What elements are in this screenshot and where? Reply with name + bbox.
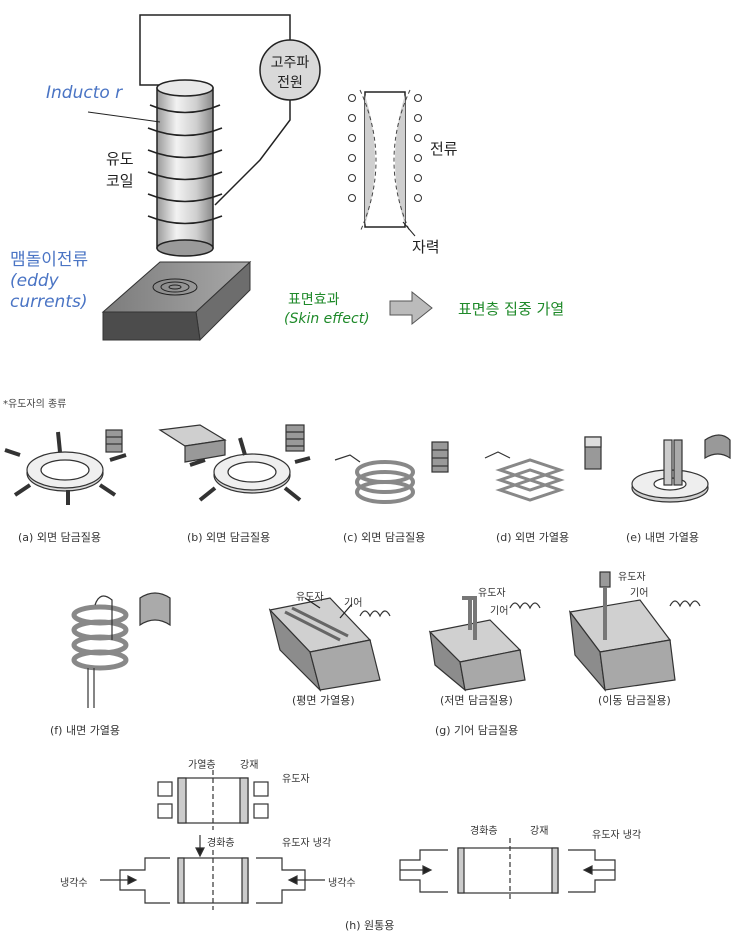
inductor-g2 [428,596,541,692]
g2-gear-label: 기어 [490,606,509,617]
inductor-e [631,434,731,503]
coil [147,104,223,225]
inductor-g3 [568,571,701,692]
g2-inductor-label: 유도자 [478,588,506,599]
inductor-c [334,441,449,504]
inductor-g1 [268,597,391,692]
coil-label-1: 유도 [106,150,134,168]
h2-hardened-label: 경화층 [470,826,498,837]
inductor-h1 [100,770,325,910]
inductor-cylinder [156,79,214,257]
eddy-label-3: currents) [10,292,88,312]
g3-inductor-label: 유도자 [618,572,646,583]
caption-h: (h) 원통용 [345,919,395,932]
caption-b: (b) 외면 담금질용 [187,531,271,544]
inductor-h2 [399,838,616,902]
caption-g2: (저면 담금질용) [440,694,513,707]
result-label: 표면층 집중 가열 [458,300,565,318]
inductor-b [158,424,311,502]
h-steel-label: 강재 [240,760,259,771]
inductor-a [4,429,127,505]
caption-c: (c) 외면 담금질용 [343,531,426,544]
force-label: 자력 [412,238,440,256]
power-supply [259,39,321,101]
caption-d: (d) 외면 가열용 [496,531,570,544]
caption-a: (a) 외면 담금질용 [18,531,102,544]
inductor-label: Inducto r [46,83,123,103]
caption-g3: (이동 담금질용) [598,694,671,707]
workpiece-block [101,260,252,342]
section-title: *유도자의 종류 [3,399,67,410]
h-inductor-cooling-label: 유도자 냉각 [282,838,332,849]
caption-g1: (평면 가열용) [292,694,355,707]
caption-g: (g) 기어 담금질용 [435,724,519,737]
eddy-label-2: (eddy [10,271,59,291]
h-heated-layer-label: 가열층 [188,760,216,771]
coil-label-2: 코일 [106,172,134,190]
inductor-f [71,592,171,708]
g1-inductor-label: 유도자 [296,592,324,603]
h2-inductor-cooling-label: 유도자 냉각 [592,830,642,841]
current-label: 전류 [430,140,458,158]
skin-label-2: (Skin effect) [284,311,370,327]
eddy-label-1: 맴돌이전류 [10,250,89,270]
inductor-d [484,436,602,502]
power-label-2: 전원 [277,75,303,91]
h-hardened-label: 경화층 [207,838,235,849]
result-arrow [389,290,433,326]
h-inductor-label: 유도자 [282,774,310,785]
skin-label-1: 표면효과 [288,292,340,308]
skin-effect-section [348,89,422,237]
h2-steel-label: 강재 [530,826,549,837]
caption-e: (e) 내면 가열용 [626,531,699,544]
caption-f: (f) 내면 가열용 [50,724,121,737]
g1-gear-label: 기어 [344,598,363,609]
h-coolant-left-label: 냉각수 [60,878,88,889]
g3-gear-label: 기어 [630,588,649,599]
power-label-1: 고주파 [270,55,310,71]
h-coolant-right-label: 냉각수 [328,878,356,889]
